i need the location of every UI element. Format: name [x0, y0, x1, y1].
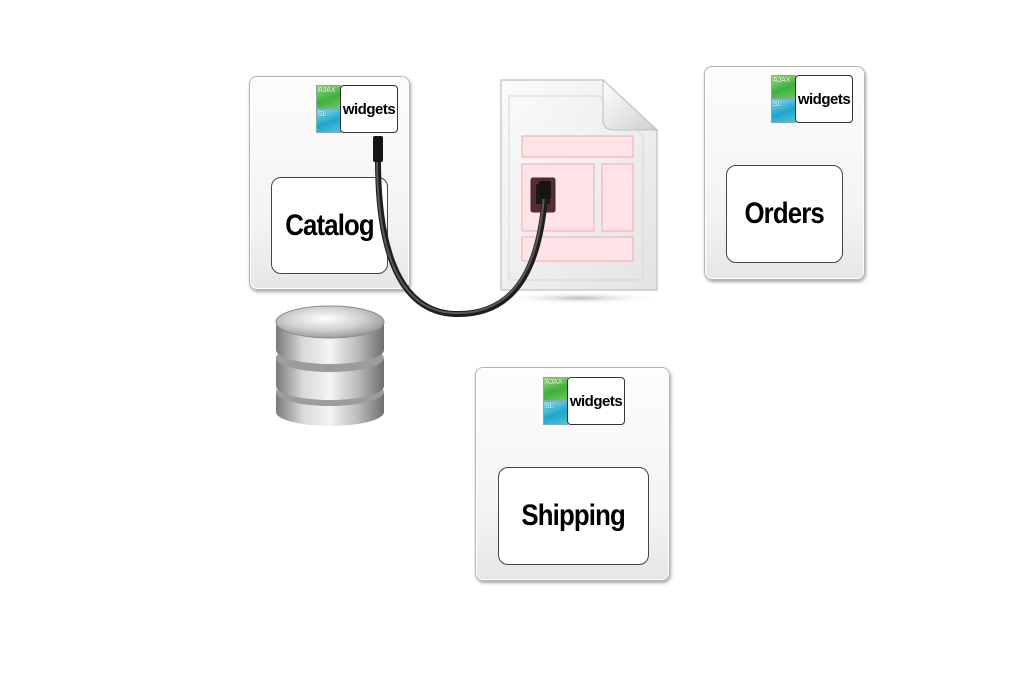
- shipping-name-box: Shipping: [498, 467, 649, 565]
- ajax-icon: AJAX: [316, 85, 341, 109]
- cable-plug-top: [373, 136, 383, 162]
- cable-plug-socket: [539, 181, 551, 199]
- orders-widgets-badge: AJAX SL widgets: [771, 75, 855, 123]
- widgets-label: widgets: [567, 377, 625, 425]
- layout-region-header: [521, 135, 634, 158]
- sl-icon: SL: [771, 99, 796, 123]
- orders-name-box: Orders: [726, 165, 843, 263]
- catalog-name-box: Catalog: [271, 177, 388, 274]
- catalog-title: Catalog: [285, 208, 374, 242]
- ajax-icon: AJAX: [543, 377, 568, 401]
- orders-title: Orders: [744, 197, 825, 230]
- widgets-label: widgets: [795, 75, 853, 123]
- catalog-widgets-badge: AJAX SL widgets: [316, 85, 400, 133]
- shipping-title: Shipping: [521, 499, 626, 532]
- shipping-module[interactable]: AJAX SL widgets Shipping: [475, 367, 670, 581]
- catalog-module[interactable]: AJAX SL widgets Catalog: [249, 76, 410, 290]
- layout-region-side: [601, 163, 634, 232]
- orders-module[interactable]: AJAX SL widgets Orders: [704, 66, 865, 280]
- shipping-widgets-badge: AJAX SL widgets: [543, 377, 627, 425]
- widgets-label: widgets: [340, 85, 398, 133]
- page-layout-icon: [500, 78, 660, 304]
- database-icon: [275, 305, 385, 426]
